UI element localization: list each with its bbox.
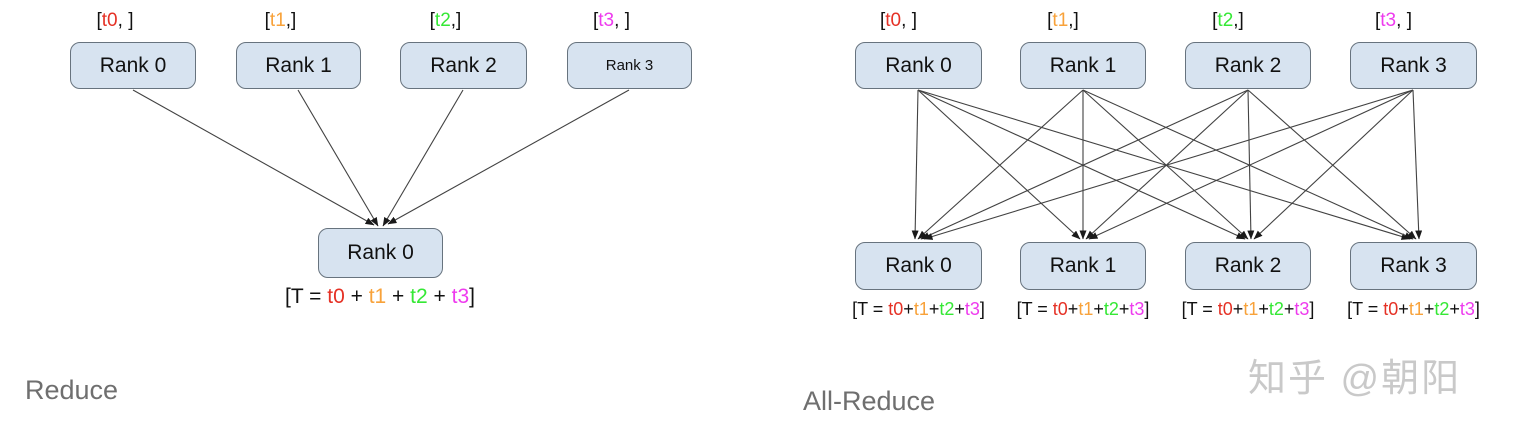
allreduce-src-rank-1: Rank 1	[1020, 42, 1146, 89]
allreduce-src-rank-2: Rank 2	[1185, 42, 1311, 89]
tensor-label-left-t0: [t0, ]	[96, 10, 134, 31]
allreduce-dst-rank-2: Rank 2	[1185, 242, 1311, 290]
reduce-arrows	[132, 89, 630, 227]
allreduce-section-title: All-Reduce	[803, 386, 936, 416]
tensor-label-left-t2: [t2,]	[429, 10, 462, 31]
allreduce-result-formula-3: [T = t0+t1+t2+t3]	[1347, 299, 1480, 319]
allreduce-result-formula-1: [T = t0+t1+t2+t3]	[1016, 299, 1150, 319]
reduce-src-rank-2: Rank 2	[400, 42, 527, 89]
allreduce-dst-rank-1: Rank 1	[1020, 242, 1146, 290]
reduce-src-rank-1: Rank 1	[236, 42, 361, 89]
tensor-label-right-t1: [t1,]	[1047, 10, 1079, 31]
allreduce-dst-rank-3: Rank 3	[1350, 242, 1477, 290]
allreduce-src-rank-3: Rank 3	[1350, 42, 1477, 89]
reduce-result-formula: [T = t0 + t1 + t2 + t3]	[285, 285, 475, 308]
tensor-label-right-t3: [t3, ]	[1375, 10, 1412, 31]
allreduce-dst-rank-0: Rank 0	[855, 242, 982, 290]
reduce-src-rank-3: Rank 3	[567, 42, 692, 89]
zhihu-watermark: 知乎 @朝阳	[1248, 358, 1462, 400]
reduce-section-title: Reduce	[25, 375, 119, 405]
allreduce-src-rank-0: Rank 0	[855, 42, 982, 89]
tensor-label-left-t1: [t1,]	[264, 10, 297, 31]
allreduce-result-formula-2: [T = t0+t1+t2+t3]	[1181, 299, 1315, 319]
tensor-label-left-t3: [t3, ]	[593, 10, 630, 31]
all-reduce-arrows	[911, 89, 1423, 240]
reduce-src-rank-0: Rank 0	[70, 42, 196, 89]
tensor-label-right-t2: [t2,]	[1212, 10, 1244, 31]
allreduce-result-formula-0: [T = t0+t1+t2+t3]	[852, 299, 985, 319]
tensor-label-right-t0: [t0, ]	[880, 10, 917, 31]
reduce-dst-rank-0: Rank 0	[318, 228, 443, 278]
